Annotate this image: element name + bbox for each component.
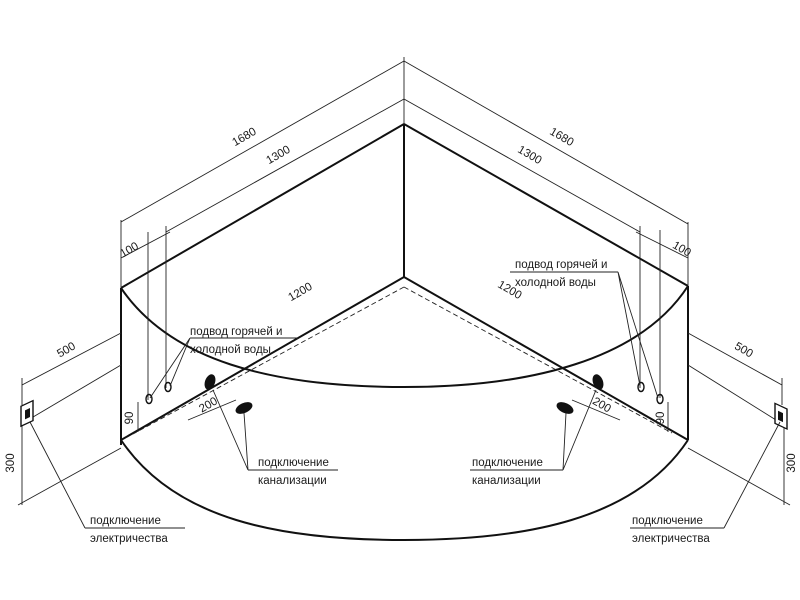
- drain-right-lower: [556, 402, 574, 414]
- ext-300-right-bottom: [687, 447, 791, 506]
- dim-elec-right: 500: [732, 340, 755, 360]
- drain-left-label-line1: подключение: [258, 457, 329, 469]
- tub-top-right-edge: [403, 123, 689, 287]
- water-inlet-left-2: [164, 381, 172, 393]
- elec-right-label-line2: электричества: [632, 533, 710, 545]
- dim-500-left-line: [21, 332, 122, 386]
- connection-symbols: [20, 374, 788, 431]
- drain-right-upper: [592, 374, 604, 390]
- socket-left-icon: [20, 399, 34, 428]
- elec-right-label-line1: подключение: [632, 515, 703, 527]
- water-left-label-line2: холодной воды: [190, 344, 271, 356]
- water-right-label-line2: холодной воды: [515, 277, 596, 289]
- ext-300-left-bottom: [17, 447, 122, 506]
- dim-200-left-line: [187, 399, 237, 421]
- dim-side-right: 1300: [515, 144, 543, 167]
- callout-labels: подвод горячей и холодной воды подвод го…: [90, 259, 710, 545]
- dim-200-right-line: [571, 399, 621, 421]
- dim-500-right-line: [687, 332, 783, 386]
- elec-left-label-line1: подключение: [90, 515, 161, 527]
- dim-offset-right: 100: [670, 239, 693, 259]
- drain-left-label-line2: канализации: [258, 475, 327, 487]
- floor-left-dashed-line: [132, 286, 405, 435]
- water-inlet-right-1: [637, 381, 645, 393]
- tub-front-bottom-arc: [120, 439, 689, 541]
- leader-water-right: [510, 271, 659, 399]
- bathtub-outline: [120, 123, 689, 541]
- dim-1680-right-line: [403, 60, 689, 225]
- water-inlet-left-1: [145, 393, 153, 405]
- dim-1300-right-line: [403, 98, 641, 233]
- water-right-label-line1: подвод горячей и: [515, 259, 607, 271]
- tub-inner-right-edge: [403, 276, 689, 441]
- dim-100-right-line: [635, 231, 689, 259]
- elec-left-label-line2: электричества: [90, 533, 168, 545]
- leader-water-left: [149, 337, 298, 399]
- ext-elec-right-2: [687, 364, 777, 421]
- leader-elec-right: [630, 421, 781, 529]
- water-inlet-right-2: [656, 393, 664, 405]
- dim-inner-left: 1200: [286, 281, 314, 304]
- dim-water-left: 90: [124, 412, 136, 425]
- dim-overall-left: 1680: [230, 126, 258, 149]
- dim-1680-left-line: [120, 60, 405, 223]
- drain-left-upper: [204, 374, 216, 390]
- leader-elec-left: [29, 421, 185, 529]
- dim-100-left-line: [120, 231, 171, 259]
- drain-right-label-line2: канализации: [472, 475, 541, 487]
- tub-inner-left-edge: [120, 276, 405, 441]
- tub-top-left-edge: [120, 123, 405, 289]
- dim-height-right: 300: [786, 453, 798, 472]
- tub-front-top-arc: [120, 285, 689, 388]
- socket-right-icon: [774, 402, 788, 431]
- drain-left-lower: [235, 402, 253, 414]
- floor-right-dashed-line: [403, 286, 673, 434]
- dim-water-right: 90: [655, 412, 667, 425]
- drain-right-label-line1: подключение: [472, 457, 543, 469]
- leader-drain-left: [212, 389, 338, 471]
- ext-elec-left-2: [27, 364, 122, 421]
- floor-projection-lines: [132, 286, 673, 435]
- leader-lines: [29, 271, 781, 529]
- water-left-label-line1: подвод горячей и: [190, 326, 282, 338]
- dim-height-left: 300: [5, 453, 17, 472]
- dim-offset-left: 100: [118, 240, 141, 260]
- dimension-lines: [17, 57, 791, 506]
- dim-1300-left-line: [165, 98, 405, 233]
- leader-drain-right: [470, 389, 597, 471]
